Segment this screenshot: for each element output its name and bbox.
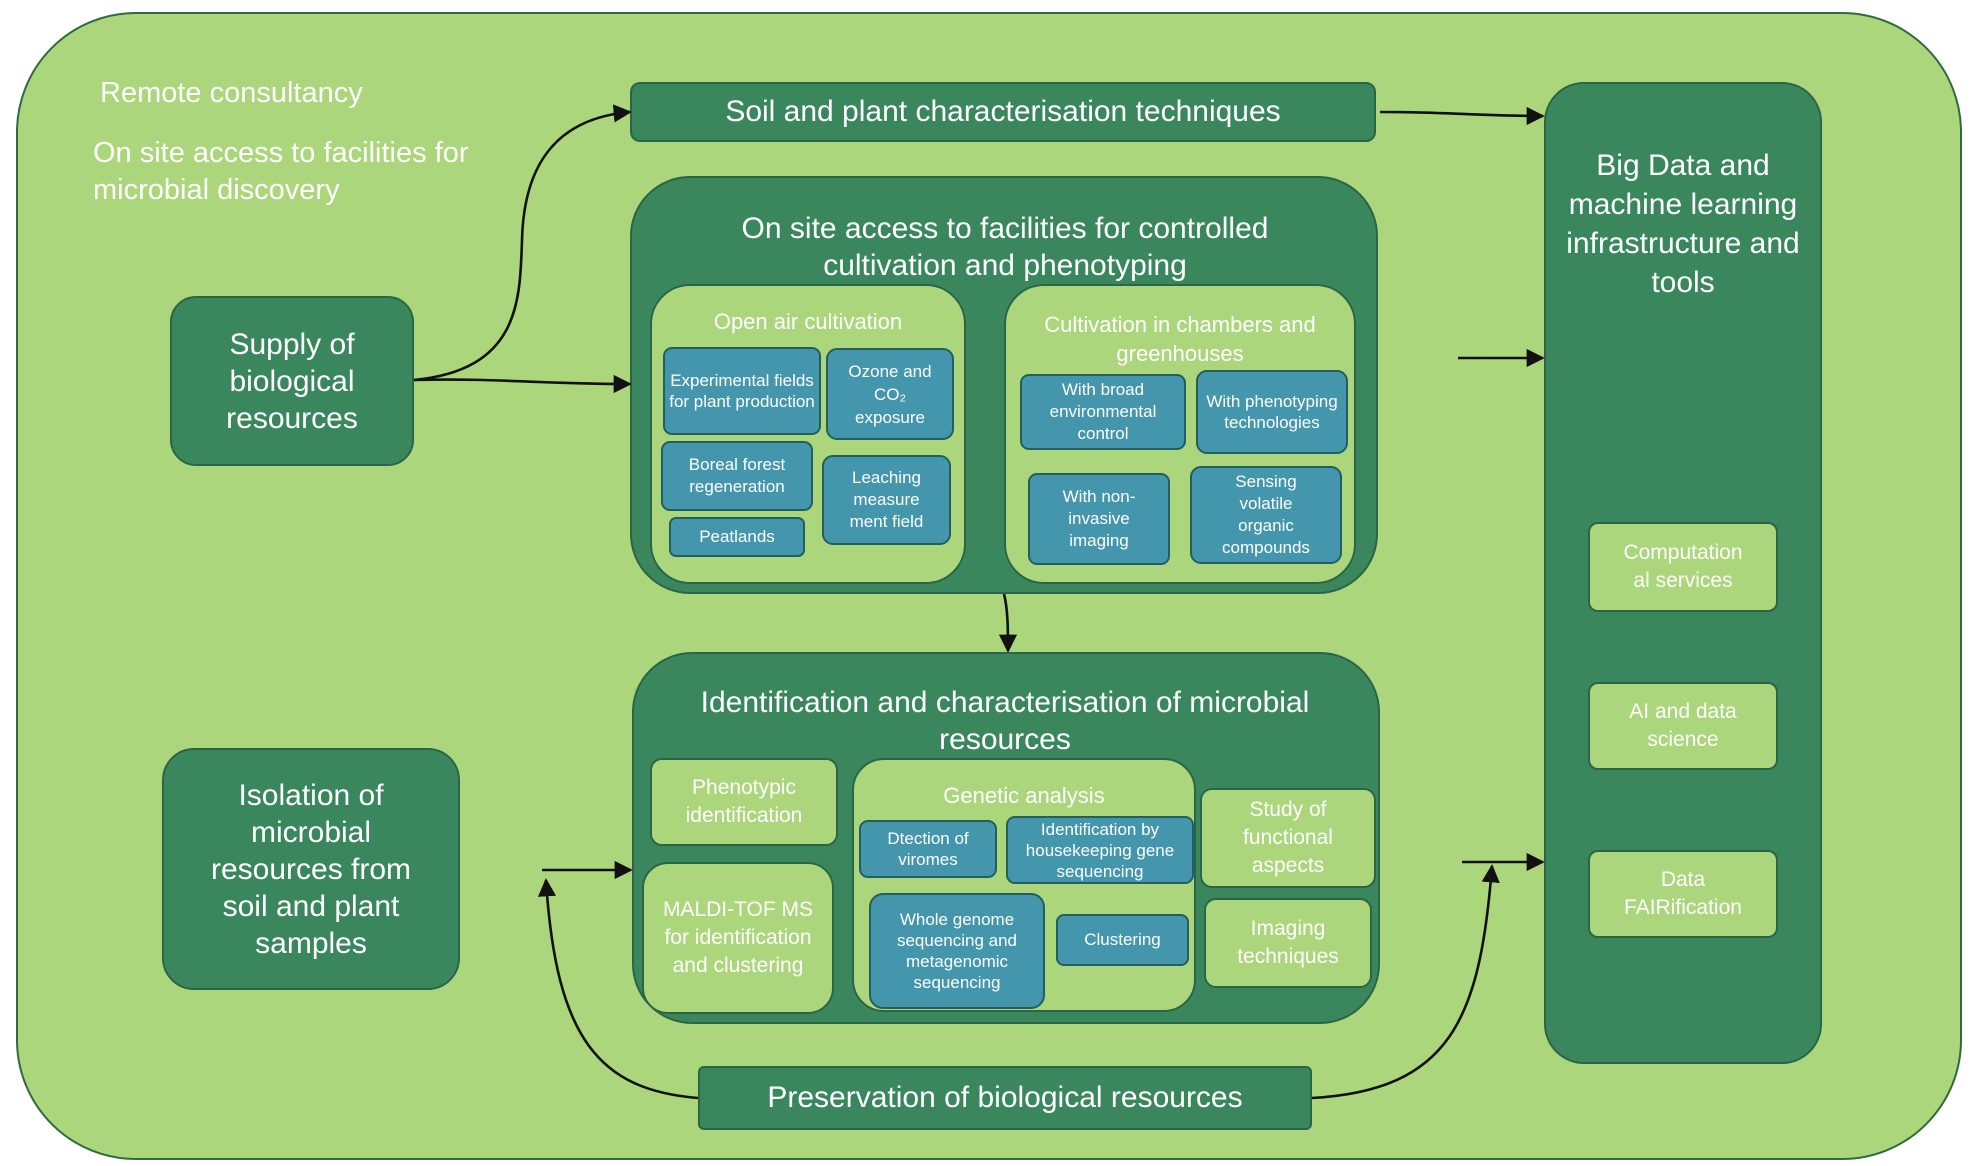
- ai-label: AI and data science: [1629, 700, 1737, 751]
- non-invasive-box: With non-invasive imaging: [1028, 473, 1170, 565]
- supply-label: Supply of biological resources: [226, 327, 358, 435]
- computational-label: Computation al services: [1623, 541, 1743, 592]
- phenotyping-tech-box: With phenotyping technologies: [1196, 370, 1348, 454]
- volatile-box: Sensing volatile organic compounds: [1190, 466, 1342, 564]
- isolation-box: Isolation of microbial resources from so…: [162, 748, 460, 990]
- housekeeping-label: Identification by housekeeping gene sequ…: [1025, 819, 1175, 881]
- boreal-forest-box: Boreal forest regeneration: [661, 441, 813, 511]
- whole-genome-label: Whole genome sequencing and metagenomic …: [896, 910, 1018, 992]
- fairification-box: Data FAIRification: [1588, 850, 1778, 938]
- housekeeping-box: Identification by housekeeping gene sequ…: [1006, 816, 1194, 884]
- viromes-box: Dtection of viromes: [859, 820, 997, 878]
- preservation-box: Preservation of biological resources: [698, 1066, 1312, 1130]
- genetic-title: Genetic analysis: [943, 783, 1105, 808]
- remote-consultancy-label: Remote consultancy: [100, 77, 363, 109]
- broad-control-box: With broad environmental control: [1020, 374, 1186, 450]
- preservation-label: Preservation of biological resources: [767, 1081, 1243, 1114]
- supply-box: Supply of biological resources: [170, 296, 414, 466]
- experimental-fields-label: Experimental fields for plant production: [669, 371, 815, 411]
- maldi-box: MALDI-TOF MS for identification and clus…: [642, 862, 834, 1014]
- phenotypic-box: Phenotypic identification: [650, 758, 838, 846]
- imaging-label: Imaging techniques: [1237, 917, 1339, 968]
- fairification-label: Data FAIRification: [1624, 868, 1742, 919]
- cultivation-title: On site access to facilities for control…: [741, 212, 1269, 282]
- maldi-label: MALDI-TOF MS for identification and clus…: [662, 898, 814, 977]
- identification-title: Identification and characterisation of m…: [700, 686, 1310, 756]
- soil-plant-box: Soil and plant characterisation techniqu…: [630, 82, 1376, 142]
- arrow-preservation-to-isolation: [537, 878, 699, 1100]
- broad-control-label: With broad environmental control: [1049, 380, 1157, 443]
- arrow-supply-to-soil: [413, 104, 632, 382]
- bigdata-title: Big Data and machine learning infrastruc…: [1566, 149, 1800, 299]
- volatile-label: Sensing volatile organic compounds: [1222, 472, 1310, 557]
- ozone-label: Ozone and CO₂ exposure: [848, 361, 932, 427]
- boreal-forest-label: Boreal forest regeneration: [688, 455, 786, 496]
- open-air-title: Open air cultivation: [713, 309, 903, 334]
- experimental-fields-box: Experimental fields for plant production: [663, 347, 821, 435]
- functional-label: Study of functional aspects: [1243, 798, 1333, 877]
- arrow-preservation-to-bigdata: [1311, 864, 1500, 1100]
- onsite-microbial-label: On site access to facilities for microbi…: [93, 137, 469, 206]
- ozone-box: Ozone and CO₂ exposure: [826, 348, 954, 440]
- chambers-title: Cultivation in chambers and greenhouses: [1044, 312, 1316, 366]
- leaching-box: Leaching measure ment field: [822, 455, 951, 545]
- ai-box: AI and data science: [1588, 682, 1778, 770]
- phenotyping-tech-label: With phenotyping technologies: [1206, 392, 1338, 432]
- non-invasive-label: With non-invasive imaging: [1062, 487, 1136, 550]
- soil-plant-label: Soil and plant characterisation techniqu…: [725, 95, 1281, 128]
- arrow-soil-to-bigdata: [1379, 106, 1545, 126]
- computational-box: Computation al services: [1588, 522, 1778, 612]
- whole-genome-box: Whole genome sequencing and metagenomic …: [869, 893, 1045, 1009]
- arrow-supply-to-cultivation: [413, 374, 632, 394]
- arrow-cultivation-to-identification: [998, 593, 1018, 653]
- phenotypic-label: Phenotypic identification: [685, 776, 803, 827]
- imaging-box: Imaging techniques: [1204, 898, 1372, 988]
- functional-box: Study of functional aspects: [1200, 788, 1376, 888]
- isolation-label: Isolation of microbial resources from so…: [210, 778, 412, 960]
- clustering-box: Clustering: [1056, 914, 1189, 966]
- peatlands-label: Peatlands: [699, 527, 775, 546]
- leaching-label: Leaching measure ment field: [849, 468, 924, 531]
- viromes-label: Dtection of viromes: [887, 829, 969, 869]
- clustering-label: Clustering: [1084, 930, 1161, 949]
- peatlands-box: Peatlands: [669, 517, 805, 557]
